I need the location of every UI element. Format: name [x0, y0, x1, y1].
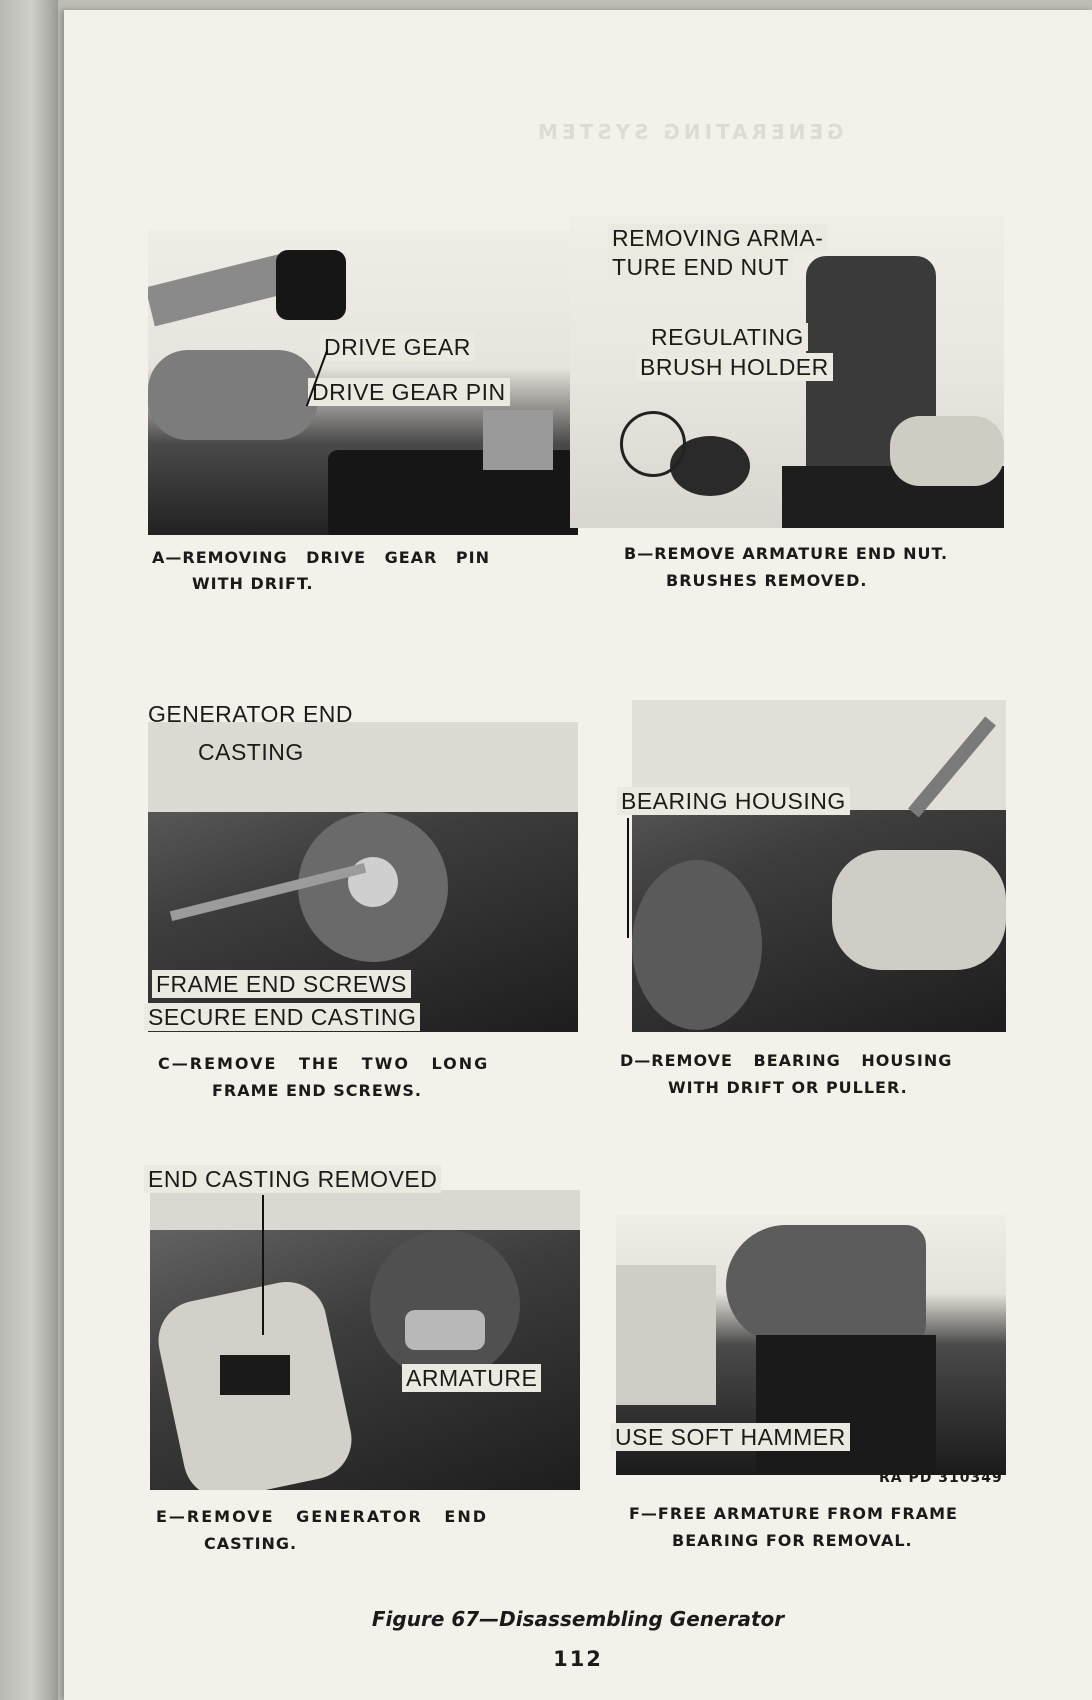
leader-line	[262, 1195, 264, 1335]
label-use-soft-hammer: USE SOFT HAMMER	[611, 1423, 850, 1451]
leader-line	[627, 818, 629, 938]
caption-a-line2: WITH DRIFT.	[192, 574, 314, 593]
label-frame-end-screws: FRAME END SCREWS	[152, 970, 411, 998]
caption-e-line2: CASTING.	[204, 1534, 298, 1553]
caption-d-line1: D—REMOVE BEARING HOUSING	[620, 1051, 953, 1070]
label-drive-gear-pin: DRIVE GEAR PIN	[308, 378, 510, 406]
figure-title: Figure 67—Disassembling Generator	[371, 1607, 785, 1631]
photo-e-end-casting-removed	[150, 1190, 580, 1490]
caption-a-line1: A—REMOVING DRIVE GEAR PIN	[152, 548, 490, 567]
label-casting: CASTING	[198, 739, 304, 765]
caption-f-line1: F—FREE ARMATURE FROM FRAME	[629, 1504, 958, 1523]
ra-pd-number: RA PD 310349	[879, 1470, 1003, 1486]
label-armature: ARMATURE	[402, 1364, 542, 1392]
label-ture-end-nut: TURE END NUT	[608, 253, 794, 281]
caption-e-line1: E—REMOVE GENERATOR END	[156, 1507, 489, 1526]
label-regulating: REGULATING	[647, 323, 808, 351]
label-drive-gear: DRIVE GEAR	[320, 333, 475, 361]
label-brush-holder: BRUSH HOLDER	[636, 353, 833, 381]
photo-d-bearing-housing	[632, 700, 1006, 1032]
caption-d-line2: WITH DRIFT OR PULLER.	[668, 1078, 908, 1097]
label-generator-end: GENERATOR END	[148, 701, 354, 727]
caption-c-line2: FRAME END SCREWS.	[212, 1081, 422, 1100]
label-removing-armature: REMOVING ARMA-	[608, 224, 828, 252]
book-binding	[0, 0, 58, 1700]
label-end-casting-removed: END CASTING REMOVED	[144, 1165, 442, 1193]
caption-f-line2: BEARING FOR REMOVAL.	[672, 1531, 913, 1550]
bleed-through-text: GENERATING SYSTEM	[534, 120, 844, 144]
caption-b-line2: BRUSHES REMOVED.	[666, 571, 868, 590]
label-bearing-housing: BEARING HOUSING	[617, 787, 850, 815]
page-number: 112	[553, 1647, 603, 1671]
label-secure-end-casting: SECURE END CASTING	[144, 1003, 421, 1031]
book-page: GENERATING SYSTEM DRIVE GEAR DRIVE GEAR …	[64, 10, 1092, 1700]
caption-b-line1: B—REMOVE ARMATURE END NUT.	[624, 544, 949, 563]
caption-c-line1: C—REMOVE THE TWO LONG	[158, 1054, 490, 1073]
